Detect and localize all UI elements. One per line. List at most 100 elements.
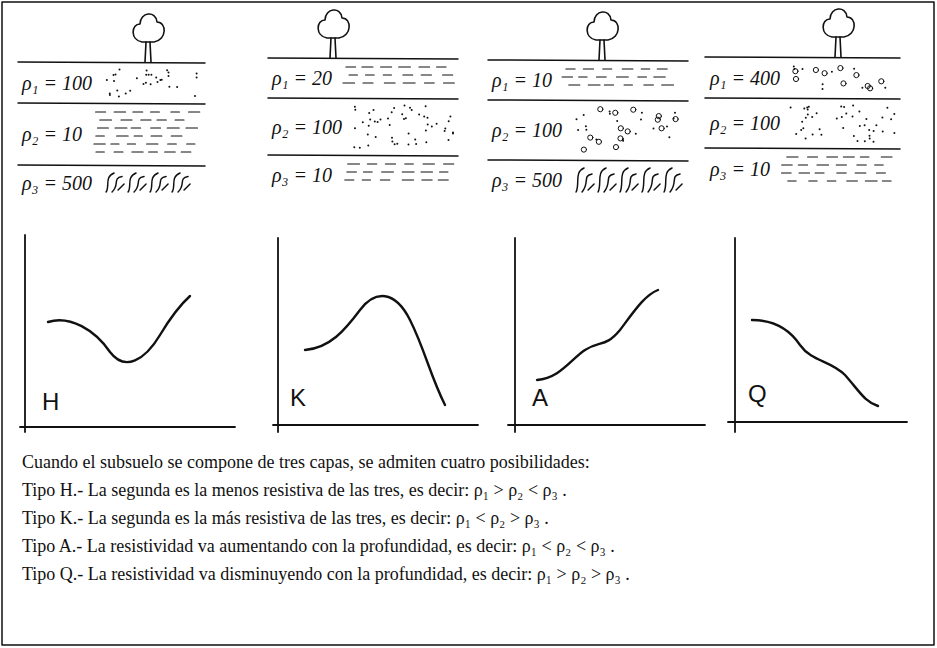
gravel-pebble (656, 114, 661, 119)
sand-dot (845, 112, 847, 114)
resistivity-label-holder: ρ₃ = 10 (710, 157, 770, 181)
sand-dot (168, 72, 170, 74)
sand-dot (368, 112, 370, 114)
explanation-line: Tipo H.- La segunda es la menos resistiv… (22, 480, 567, 500)
layer-boundary (488, 60, 688, 61)
resistivity-label: ρ₃ = 500 (492, 169, 562, 191)
sand-dot (411, 109, 413, 111)
sand-dot (409, 107, 411, 109)
sand-dot (391, 111, 393, 113)
sand-dot (444, 128, 446, 130)
sand-dot (377, 121, 379, 123)
sand-dot (806, 107, 808, 109)
sand-dot (414, 139, 416, 141)
sand-dot (585, 129, 587, 131)
tree-crown (587, 12, 618, 40)
sand-dot (449, 115, 451, 117)
clay-dashes (343, 67, 454, 83)
sand-dot (805, 138, 807, 140)
sand-dot (864, 140, 866, 142)
sand-dot (811, 116, 813, 118)
sand-dot (387, 117, 389, 119)
sand-dot (369, 119, 371, 121)
curve-type-letter-holder: A (532, 384, 548, 412)
sand-dot (125, 93, 127, 95)
graph-axes (508, 238, 705, 432)
gravel-pebble (879, 79, 884, 84)
resistivity-label: ρ₃ = 10 (272, 164, 332, 186)
sand-dot (196, 76, 198, 78)
clay-dashes (94, 112, 200, 152)
resistivity-label: ρ₃ = 500 (22, 172, 92, 194)
sand-dot (166, 69, 168, 71)
explanation-line-holder: Tipo A.- La resistividad va aumentando c… (22, 534, 615, 558)
sand-dot (405, 117, 407, 119)
sand-dot (864, 124, 866, 126)
sand-dot (840, 106, 842, 108)
sand-dot (146, 70, 148, 72)
sand-dot (115, 74, 117, 76)
sand-dot (790, 107, 792, 109)
sand-dot (119, 69, 121, 71)
sand-dot (404, 105, 406, 107)
sand-dot (868, 129, 870, 131)
sand-dot (852, 116, 854, 118)
sand-dot (869, 135, 871, 137)
sand-dot (616, 120, 618, 122)
sand-dot (873, 130, 875, 132)
resistivity-label: ρ₂ = 100 (710, 112, 780, 134)
sand-dot (367, 134, 369, 136)
sand-dot (354, 106, 356, 108)
curve-type-letter: K (290, 384, 306, 411)
sand-dot (444, 130, 446, 132)
sand-dot (393, 107, 395, 109)
layer-boundary (268, 58, 458, 59)
sand-dot (793, 65, 795, 67)
explanation-line-holder: Tipo Q.- La resistividad va disminuyendo… (22, 562, 630, 586)
sand-dot (859, 125, 861, 127)
layer-boundary (705, 57, 900, 58)
resistivity-label: ρ₂ = 100 (272, 116, 342, 138)
gravel-pebble (613, 145, 618, 150)
sand-dot (155, 77, 157, 79)
sand-dot (408, 144, 410, 146)
sand-dot (145, 74, 147, 76)
sand-dot (425, 105, 427, 107)
resistivity-label-holder: ρ₁ = 20 (272, 66, 332, 90)
sand-dot (353, 146, 355, 148)
layer-boundary (18, 62, 205, 63)
sand-dot (196, 73, 198, 75)
resistivity-label-holder: ρ₁ = 10 (492, 68, 552, 92)
gravel-pebble (793, 76, 798, 81)
sand-dot (106, 79, 108, 81)
sand-dot (807, 114, 809, 116)
sand-dot (113, 74, 115, 76)
layer-boundary (18, 103, 205, 104)
resistivity-label: ρ₁ = 100 (22, 72, 92, 94)
sand-dot (150, 83, 152, 85)
sand-dot (836, 117, 838, 119)
sand-dot (820, 134, 822, 136)
gravel-pebble (822, 71, 827, 76)
explanation-line: Tipo Q.- La resistividad va disminuyendo… (22, 564, 630, 584)
sand-dot (609, 110, 611, 112)
resistivity-label: ρ₁ = 400 (710, 67, 780, 89)
explanation-line: Tipo A.- La resistividad va aumentando c… (22, 536, 615, 556)
gravel-pebble (581, 147, 586, 152)
resistivity-curve (537, 290, 658, 380)
sand-dot (368, 125, 370, 127)
sand-dot (431, 126, 433, 128)
sand-dot (893, 132, 895, 134)
sand-dot (861, 87, 863, 89)
gravel-pebble (854, 73, 859, 78)
layer-boundary (268, 98, 458, 99)
sand-dot (374, 121, 376, 123)
resistivity-label-holder: ρ₃ = 500 (22, 171, 92, 195)
tree-trunk (330, 38, 336, 58)
sand-dot (367, 144, 369, 146)
folded-rock (106, 173, 190, 192)
clay-dashes (782, 157, 893, 181)
clay-dashes (562, 69, 673, 85)
